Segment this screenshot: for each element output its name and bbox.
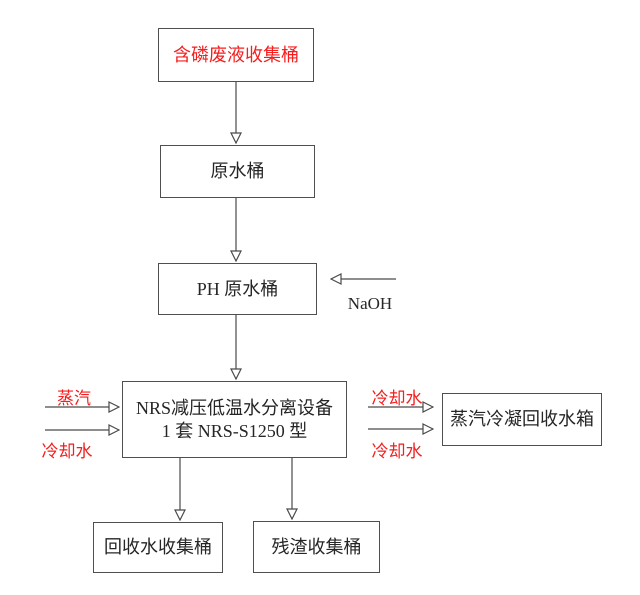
box-ph-raw-water-label: PH 原水桶	[196, 278, 279, 299]
box-nrs-separator-line2: 1 套 NRS-S1250 型	[161, 420, 308, 441]
box-recovered-water-collection: 回收水收集桶	[93, 522, 223, 573]
box-steam-condensate-recovery-tank: 蒸汽冷凝回收水箱	[442, 393, 602, 446]
cooling-water-in-stream-label: 冷却水	[41, 442, 93, 461]
box-phosphorus-waste-label: 含磷废液收集桶	[173, 44, 299, 65]
box-nrs-separator-text: NRS减压低温水分离设备 1 套 NRS-S1250 型	[136, 397, 333, 442]
box-steam-condensate-label: 蒸汽冷凝回收水箱	[450, 409, 594, 430]
box-ph-raw-water-tank: PH 原水桶	[158, 263, 317, 315]
box-raw-water-label: 原水桶	[210, 161, 265, 182]
box-nrs-separator-line1: NRS减压低温水分离设备	[135, 398, 333, 418]
box-residue-collection: 残渣收集桶	[253, 521, 380, 573]
naoh-stream-label: NaOH	[347, 294, 393, 313]
steam-in-stream-label: 蒸汽	[57, 389, 91, 408]
cooling-water-out-bottom-stream-label: 冷却水	[371, 442, 423, 461]
box-raw-water-tank: 原水桶	[160, 145, 315, 198]
box-nrs-separator-unit: NRS减压低温水分离设备 1 套 NRS-S1250 型	[122, 381, 347, 458]
cooling-water-out-top-stream-label: 冷却水	[371, 389, 423, 408]
box-recovered-water-label: 回收水收集桶	[104, 537, 212, 558]
box-residue-label: 残渣收集桶	[271, 536, 362, 557]
box-phosphorus-waste-collection: 含磷废液收集桶	[158, 28, 314, 82]
